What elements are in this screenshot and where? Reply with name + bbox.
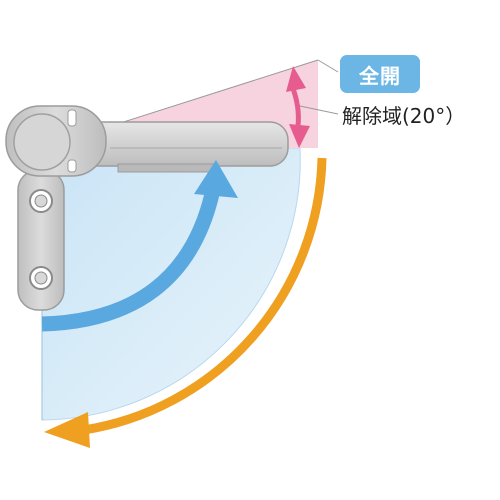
mounting-bracket — [17, 169, 65, 311]
release-zone-arrow — [286, 66, 310, 148]
closer-arm — [69, 121, 289, 173]
opening-direction-arrow — [41, 160, 238, 332]
release-zone-label: 解除域(20°） — [342, 104, 466, 128]
hinge-body — [5, 105, 107, 177]
rotation-range-arrow — [44, 157, 327, 448]
full-open-label: 全開 — [359, 63, 401, 88]
release-zone-leader-line — [299, 105, 339, 115]
full-open-callout: 全開 — [340, 55, 420, 93]
full-open-leader-line — [317, 59, 339, 73]
